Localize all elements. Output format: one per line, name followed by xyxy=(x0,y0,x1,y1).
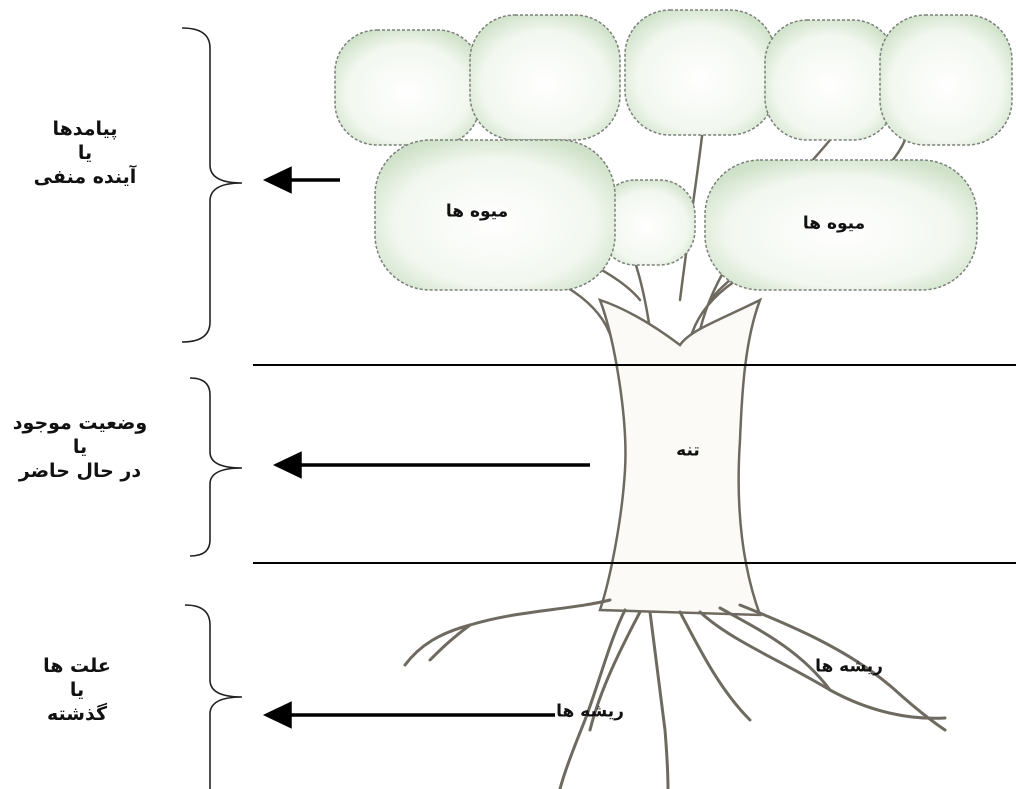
label-roots-right: ریشه ها xyxy=(815,656,883,677)
label-present-state-line2: یا xyxy=(0,436,165,460)
brace-bottom xyxy=(185,605,242,789)
arrow-top-head xyxy=(267,169,290,191)
label-roots-bottom: ریشه ها xyxy=(556,701,624,722)
arrow-bottom-head xyxy=(267,704,290,726)
label-fruits-left: میوه ها xyxy=(446,201,508,222)
brace-top xyxy=(182,28,242,342)
label-causes-line2: یا xyxy=(0,679,162,703)
label-fruits-right: میوه ها xyxy=(803,213,865,234)
roots xyxy=(405,600,945,789)
label-present-state-line3: در حال حاضر xyxy=(0,460,165,484)
label-consequences-line1: پیامدها xyxy=(0,118,170,142)
label-consequences: پیامدها یا آینده منفی xyxy=(0,118,170,189)
braces xyxy=(182,28,242,789)
label-consequences-line2: یا xyxy=(0,142,170,166)
foliage xyxy=(335,10,1012,290)
label-present-state-line1: وضعیت موجود xyxy=(0,412,165,436)
label-present-state: وضعیت موجود یا در حال حاضر xyxy=(0,412,165,483)
label-consequences-line3: آینده منفی xyxy=(0,166,170,190)
label-causes-line1: علت ها xyxy=(0,655,162,679)
label-causes: علت ها یا گذشته xyxy=(0,655,162,726)
label-trunk: تنه xyxy=(676,440,700,461)
brace-middle xyxy=(190,378,242,556)
arrow-middle-head xyxy=(277,454,300,476)
label-causes-line3: گذشته xyxy=(0,703,162,727)
